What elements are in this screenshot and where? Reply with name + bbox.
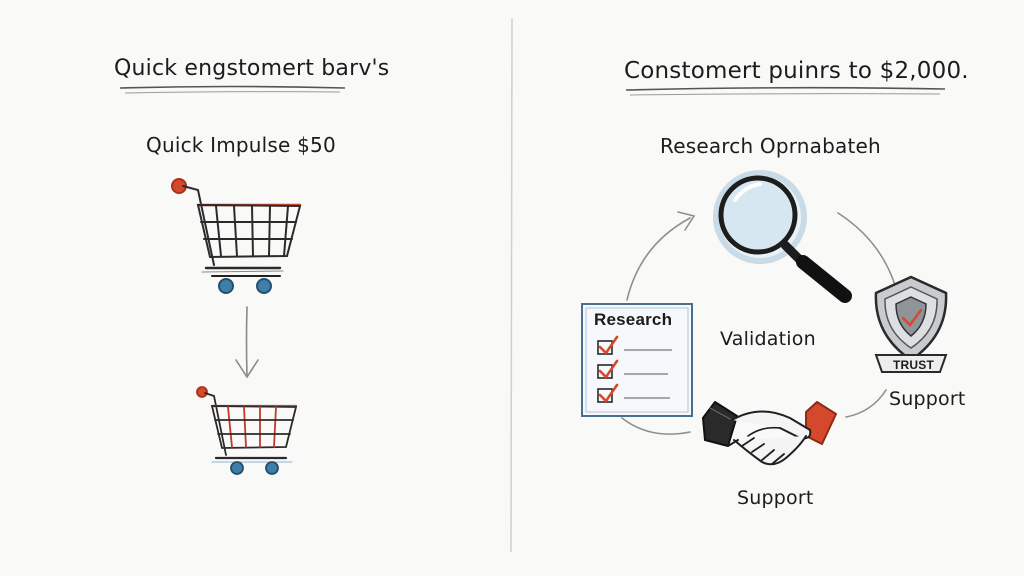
center-divider [510,17,513,553]
support-label-bottom: Support [737,487,814,509]
down-arrow [235,306,259,379]
cart-small-wheel-left [230,461,244,475]
shopping-cart-icon-small [196,386,298,475]
right-panel-subtitle: Research Oprnabateh [660,134,881,158]
handshake-icon [702,401,837,466]
checklist-title: Research [594,310,673,329]
right-title-underline-2 [629,93,941,96]
checklist-icon [581,303,693,417]
cart-small-handle-grip [196,386,208,398]
shield-icon [874,275,948,373]
left-panel-subtitle: Quick Impulse $50 [146,133,336,157]
left-title-underline-2 [124,91,341,94]
shopping-cart-icon-large [171,178,302,294]
validation-label: Validation [720,328,816,350]
magnifying-glass-icon [713,170,852,303]
left-title-underline [119,85,346,89]
cart-large-wheel-left [218,278,234,294]
left-panel-title: Quick engstomert barv's [114,56,390,81]
right-panel-title: Constomert puinrs to $2,000. [624,58,969,84]
shield-banner-text: TRUST [893,358,934,372]
cycle-connectors [621,211,896,435]
support-label-right: Support [889,388,966,410]
cart-large-wheel-right [256,278,272,294]
cart-small-wheel-right [265,461,279,475]
right-title-underline [625,86,946,91]
